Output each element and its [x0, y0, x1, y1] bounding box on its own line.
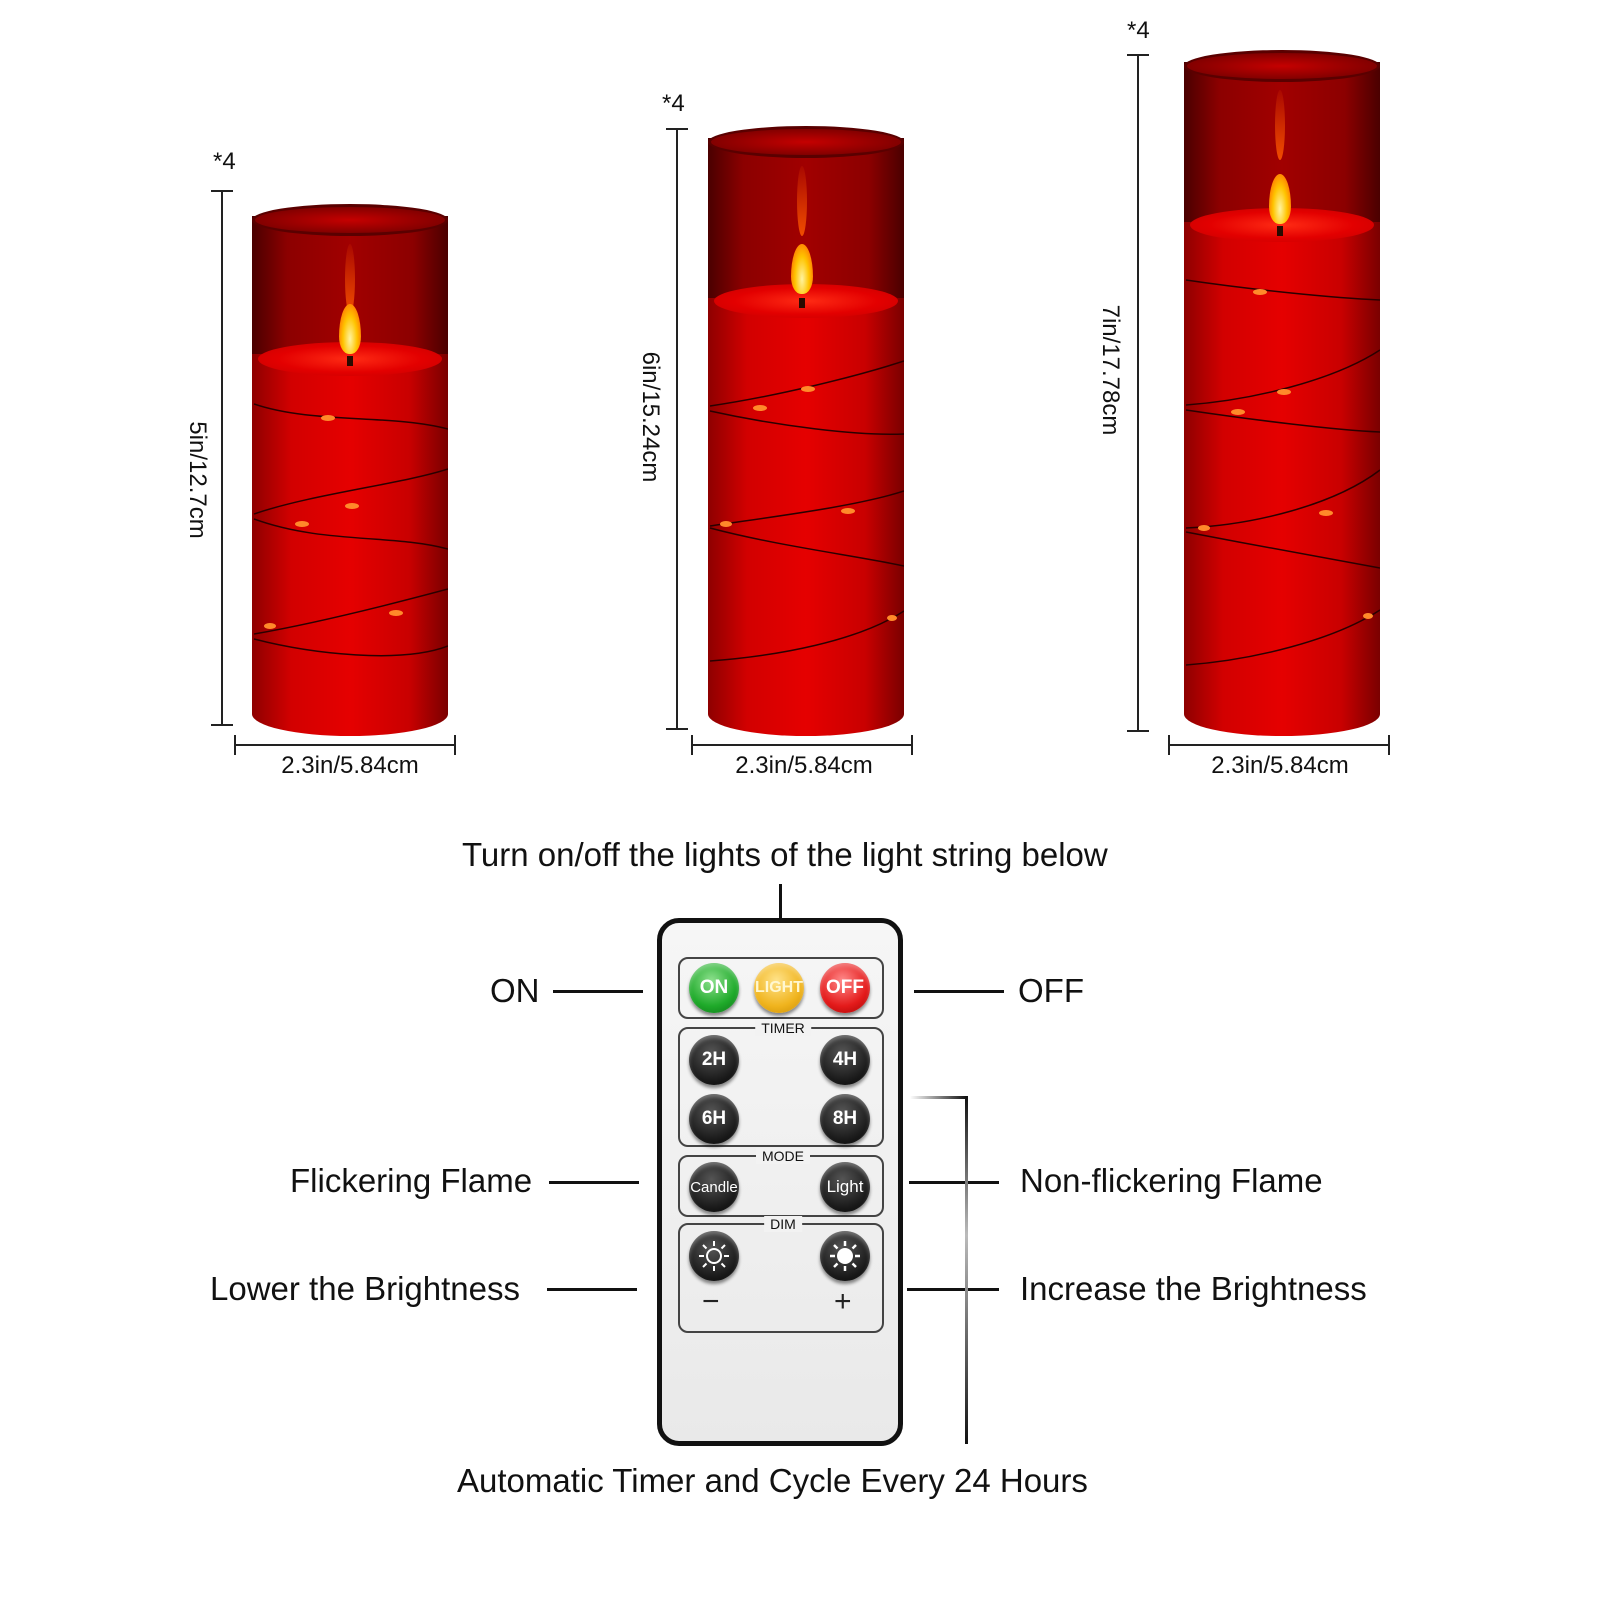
timer-4h-button[interactable]: 4H [820, 1035, 870, 1085]
flame-icon [791, 244, 813, 294]
plus-sign: + [834, 1285, 852, 1318]
flame-glow [797, 166, 807, 236]
width-tick-right [454, 735, 456, 755]
candle-mode-button[interactable]: Candle [689, 1162, 739, 1212]
wick [347, 356, 353, 366]
flame-glow [345, 244, 355, 314]
wick [799, 298, 805, 308]
light-string-button[interactable]: LIGHT [754, 963, 804, 1013]
callout-line-on [553, 990, 643, 993]
dim-up-button[interactable] [820, 1231, 870, 1281]
off-button[interactable]: OFF [820, 963, 870, 1013]
height-tick-bottom [666, 728, 688, 730]
width-label: 2.3in/5.84cm [735, 752, 873, 779]
width-dimension-line [235, 744, 455, 746]
callout-light-string: Turn on/off the lights of the light stri… [462, 836, 1108, 873]
width-tick-left [691, 735, 693, 755]
width-label: 2.3in/5.84cm [1211, 752, 1349, 779]
sun-filled-icon [830, 1241, 860, 1271]
callout-increase-brightness: Increase the Brightness [1020, 1270, 1367, 1307]
candle-small [252, 204, 448, 736]
callout-line-nonflicker [909, 1181, 999, 1184]
flame-icon [339, 304, 361, 354]
height-tick-bottom [1127, 730, 1149, 732]
callout-line-flicker [549, 1181, 639, 1184]
width-tick-right [911, 735, 913, 755]
flame-icon [1269, 174, 1291, 224]
wax-pillar [252, 354, 448, 736]
callout-on: ON [490, 972, 540, 1009]
sun-outline-icon [699, 1241, 729, 1271]
mode-label: MODE [756, 1148, 810, 1164]
remote-control: ON LIGHT OFF TIMER 2H 4H 6H 8H MODE Cand… [657, 918, 903, 1446]
callout-off: OFF [1018, 972, 1084, 1009]
height-dimension-line [676, 128, 678, 730]
width-dimension-line [1169, 744, 1389, 746]
callout-flickering-flame: Flickering Flame [290, 1162, 533, 1199]
width-tick-left [1168, 735, 1170, 755]
wax-pillar [708, 298, 904, 736]
light-mode-button[interactable]: Light [820, 1162, 870, 1212]
flame-glow [1275, 90, 1285, 160]
height-label: 7in/17.78cm [1097, 304, 1124, 436]
height-dimension-line [221, 190, 223, 726]
callout-auto-timer: Automatic Timer and Cycle Every 24 Hours [457, 1462, 1088, 1499]
height-label: 5in/12.7cm [184, 421, 211, 539]
timer-bracket-line [965, 1096, 968, 1444]
width-tick-right [1388, 735, 1390, 755]
dim-panel: DIM − [678, 1216, 884, 1333]
height-label: 6in/15.24cm [637, 351, 664, 483]
height-tick-top [211, 190, 233, 192]
timer-bracket-top [910, 1096, 966, 1099]
callout-line-top [779, 884, 782, 920]
quantity-label: *4 [1127, 17, 1150, 44]
timer-panel: TIMER 2H 4H 6H 8H [678, 1020, 884, 1147]
timer-6h-button[interactable]: 6H [689, 1094, 739, 1144]
callout-line-off [914, 990, 1004, 993]
timer-label: TIMER [755, 1020, 811, 1036]
height-tick-bottom [211, 724, 233, 726]
height-dimension-line [1137, 54, 1139, 732]
wax-pillar [1184, 222, 1380, 736]
candle-medium [708, 126, 904, 736]
height-tick-top [666, 128, 688, 130]
mode-panel: MODE Candle Light [678, 1148, 884, 1217]
timer-2h-button[interactable]: 2H [689, 1035, 739, 1085]
glass-rim [708, 126, 904, 158]
dim-label: DIM [764, 1216, 802, 1232]
on-button[interactable]: ON [689, 963, 739, 1013]
height-tick-top [1127, 54, 1149, 56]
width-dimension-line [692, 744, 912, 746]
width-tick-left [234, 735, 236, 755]
dim-down-button[interactable] [689, 1231, 739, 1281]
glass-rim [1184, 50, 1380, 82]
wick [1277, 226, 1283, 236]
callout-line-lower [547, 1288, 637, 1291]
callout-line-increase [907, 1288, 999, 1291]
timer-8h-button[interactable]: 8H [820, 1094, 870, 1144]
callout-non-flickering-flame: Non-flickering Flame [1020, 1162, 1323, 1199]
callout-lower-brightness: Lower the Brightness [210, 1270, 521, 1307]
candle-large [1184, 50, 1380, 736]
quantity-label: *4 [213, 148, 236, 175]
glass-rim [252, 204, 448, 236]
minus-sign: − [702, 1285, 720, 1318]
power-panel: ON LIGHT OFF [678, 957, 884, 1019]
quantity-label: *4 [662, 90, 685, 117]
width-label: 2.3in/5.84cm [281, 752, 419, 779]
